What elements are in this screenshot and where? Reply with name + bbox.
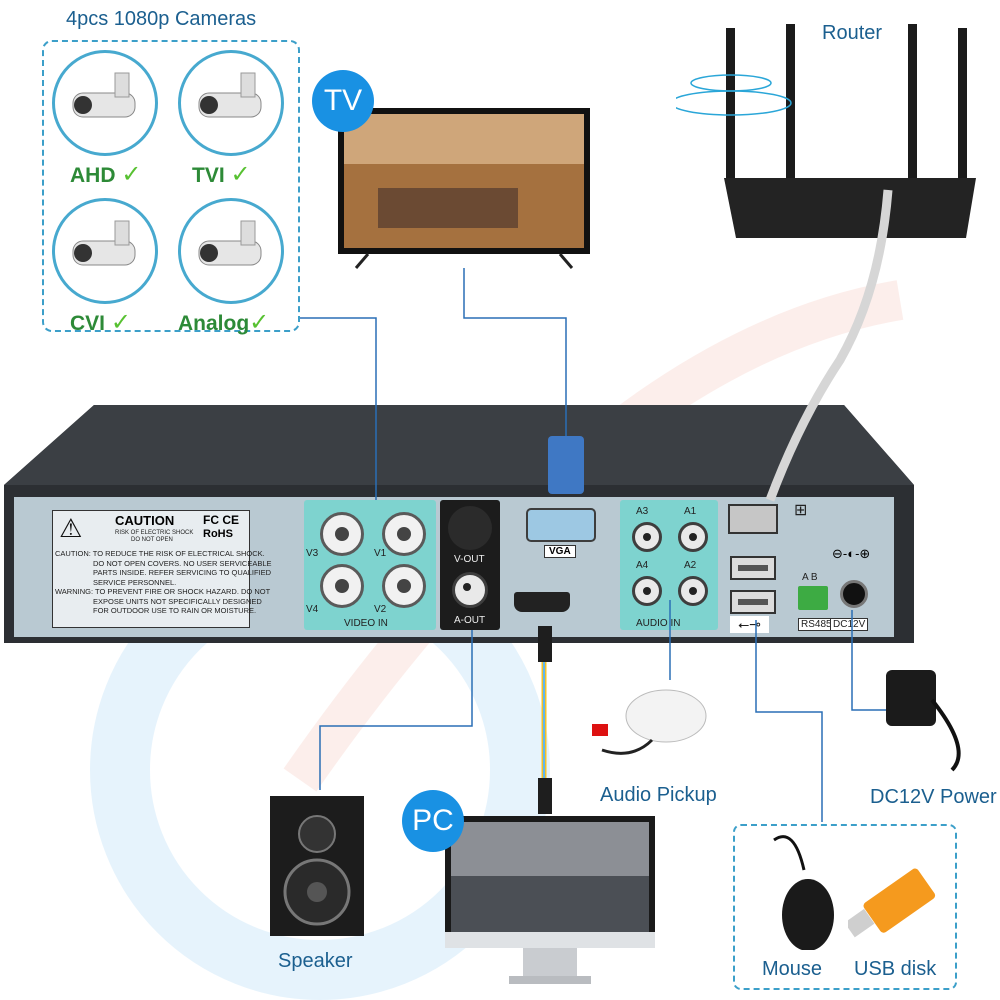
camera-type-cvi: CVI ✓ — [70, 309, 131, 336]
port-label: V1 — [374, 548, 387, 559]
camera-type-ahd: AHD ✓ — [70, 161, 142, 188]
lan-port[interactable] — [728, 504, 778, 534]
audio-port-a4[interactable] — [632, 576, 662, 606]
audio-pickup-label: Audio Pickup — [600, 784, 717, 806]
audio-port-a3[interactable] — [632, 522, 662, 552]
rohs-mark: RoHS — [203, 528, 233, 540]
v-out-port[interactable] — [448, 506, 492, 550]
audio-in-label: AUDIO IN — [636, 618, 681, 629]
video-port-v1[interactable] — [382, 512, 426, 556]
port-label: A4 — [636, 560, 649, 571]
vga-label: VGA — [544, 545, 576, 558]
rs485-ab-label: A B — [802, 572, 818, 583]
pc-monitor-image — [445, 816, 655, 988]
fc-ce-mark: FC CE — [203, 513, 239, 527]
usb-symbol-label: ⭠⊸ — [730, 616, 769, 633]
pc-badge: PC — [402, 790, 464, 852]
usb-disk-label: USB disk — [854, 958, 937, 980]
caution-label: ⚠ CAUTION RISK OF ELECTRIC SHOCK DO NOT … — [52, 510, 272, 628]
port-label: V4 — [306, 604, 319, 615]
router-label: Router — [822, 22, 883, 44]
dc-polarity-icon: ⊖-◐-⊕ — [832, 546, 871, 561]
v-out-label: V-OUT — [454, 554, 485, 565]
audio-in-panel: A3 A1 A4 A2 AUDIO IN — [620, 500, 718, 630]
cameras-group: AHD ✓ TVI ✓ CVI ✓ Analog✓ — [42, 40, 300, 336]
check-icon: ✓ — [121, 161, 142, 188]
usb-port-1[interactable] — [730, 556, 776, 580]
usb-devices-group — [733, 824, 957, 990]
dc-power-label: DC12V Power — [870, 786, 997, 808]
tv-image — [338, 108, 590, 270]
video-port-v3[interactable] — [320, 512, 364, 556]
port-label: A3 — [636, 506, 649, 517]
port-label: V3 — [306, 548, 319, 559]
camera-tvi-image — [178, 50, 284, 156]
audio-port-a1[interactable] — [678, 522, 708, 552]
mouse-image — [744, 830, 844, 951]
usb-port-2[interactable] — [730, 590, 776, 614]
usb-disk-image — [844, 864, 942, 948]
video-port-v4[interactable] — [320, 564, 364, 608]
audio-port-a2[interactable] — [678, 576, 708, 606]
check-icon: ✓ — [249, 309, 270, 336]
caution-sub1: RISK OF ELECTRIC SHOCK — [115, 530, 194, 536]
dc-power-port[interactable] — [840, 580, 868, 608]
camera-ahd-image — [52, 50, 158, 156]
hdmi-port[interactable] — [514, 592, 570, 612]
video-in-label: VIDEO IN — [344, 618, 388, 629]
vga-port[interactable] — [526, 508, 596, 542]
check-icon: ✓ — [230, 161, 251, 188]
camera-analog-image — [178, 198, 284, 304]
port-label: A2 — [684, 560, 697, 571]
output-panel: V-OUT A-OUT — [440, 500, 500, 630]
camera-type-tvi: TVI ✓ — [192, 161, 251, 188]
port-label: V2 — [374, 604, 387, 615]
caution-text: CAUTION: TO REDUCE THE RISK OF ELECTRICA… — [55, 549, 272, 615]
camera-cvi-image — [52, 198, 158, 304]
caution-sub2: DO NOT OPEN — [131, 537, 173, 543]
mouse-label: Mouse — [762, 958, 823, 980]
check-icon: ✓ — [110, 309, 131, 336]
video-in-panel: V3 V1 V4 V2 VIDEO IN — [304, 500, 436, 630]
warning-triangle-icon: ⚠ — [59, 513, 83, 543]
video-port-v2[interactable] — [382, 564, 426, 608]
rs485-terminal[interactable] — [798, 586, 828, 610]
port-label: A1 — [684, 506, 697, 517]
dc12v-label: DC12V — [830, 618, 869, 631]
speaker-image — [270, 796, 364, 936]
a-out-port[interactable] — [452, 572, 488, 608]
caution-title: CAUTION — [115, 513, 175, 528]
network-icon: ⊞ — [794, 502, 808, 519]
camera-type-analog: Analog✓ — [178, 309, 270, 336]
router-image — [670, 18, 976, 242]
tv-badge: TV — [312, 70, 374, 132]
power-adapter-image — [882, 660, 982, 780]
cameras-title: 4pcs 1080p Cameras — [66, 8, 257, 30]
speaker-label: Speaker — [278, 950, 353, 972]
a-out-label: A-OUT — [454, 615, 486, 626]
audio-pickup-image — [592, 680, 712, 780]
